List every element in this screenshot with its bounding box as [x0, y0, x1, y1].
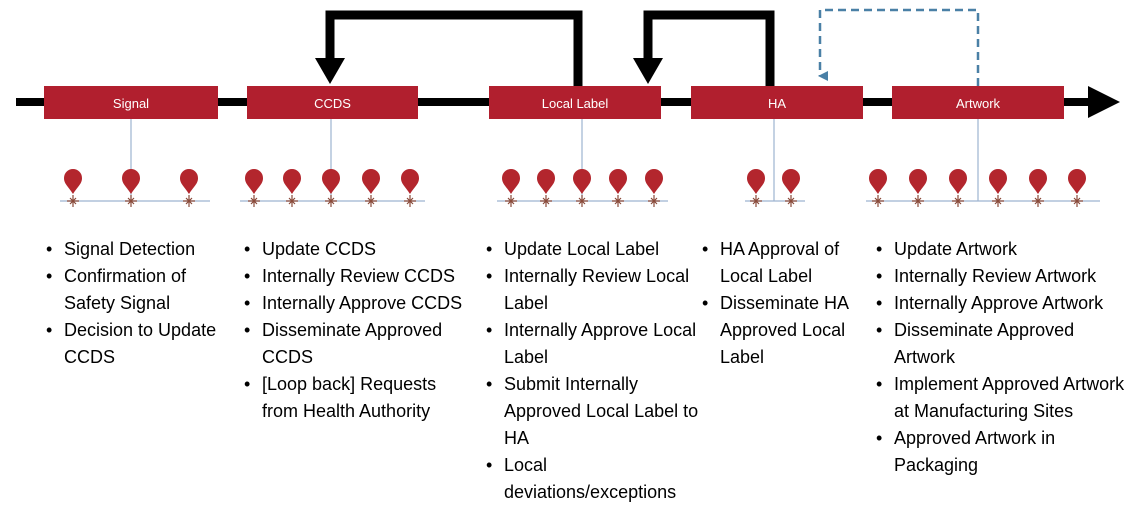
- stage-local-label: Local Label: [489, 86, 661, 119]
- milestone-pin-artwork-6: [1068, 169, 1086, 207]
- stage-label-ccds: CCDS: [314, 96, 351, 111]
- task-item: Disseminate Approved Artwork: [874, 317, 1130, 371]
- task-item: Internally Approve CCDS: [242, 290, 467, 317]
- task-item: Update Artwork: [874, 236, 1130, 263]
- stage-box-ha: [691, 86, 863, 119]
- task-item: HA Approval of Local Label: [700, 236, 870, 290]
- task-item: Local deviations/exceptions: [484, 452, 704, 506]
- task-item: Disseminate Approved CCDS: [242, 317, 467, 371]
- milestone-pin-signal-3: [180, 169, 198, 207]
- milestone-pin-local-label-5: [645, 169, 663, 207]
- milestone-pin-signal-2: [122, 169, 140, 207]
- loop-arrow-ha-to-locallabel: [643, 10, 775, 86]
- milestone-pin-local-label-1: [502, 169, 520, 207]
- ha-task-list: HA Approval of Local LabelDisseminate HA…: [700, 236, 870, 371]
- stage-box-ccds: [247, 86, 418, 119]
- task-item: Confirmation of Safety Signal: [44, 263, 224, 317]
- local-label-task-list: Update Local LabelInternally Review Loca…: [484, 236, 704, 506]
- milestone-pin-ccds-4: [362, 169, 380, 207]
- milestone-pin-local-label-3: [573, 168, 591, 207]
- stage-box-artwork: [892, 86, 1064, 119]
- task-item: Decision to Update CCDS: [44, 317, 224, 371]
- stage-label-ha: HA: [768, 96, 786, 111]
- ccds-task-list: Update CCDSInternally Review CCDSInterna…: [242, 236, 467, 425]
- stage-artwork: Artwork: [892, 86, 1064, 119]
- task-item: Disseminate HA Approved Local Label: [700, 290, 870, 371]
- stage-box-signal: [44, 86, 218, 119]
- task-item: Update Local Label: [484, 236, 704, 263]
- task-item: Internally Review CCDS: [242, 263, 467, 290]
- signal-task-list: Signal DetectionConfirmation of Safety S…: [44, 236, 224, 371]
- task-item: Internally Approve Local Label: [484, 317, 704, 371]
- stage-ha: HA: [691, 86, 863, 119]
- milestone-pin-ccds-5: [401, 169, 419, 207]
- task-item: Internally Review Artwork: [874, 263, 1130, 290]
- task-item: Implement Approved Artwork at Manufactur…: [874, 371, 1130, 425]
- loop-arrowhead-locallabel: [633, 58, 663, 84]
- milestone-pin-artwork-4: [989, 169, 1007, 207]
- stage-signal: Signal: [44, 86, 218, 119]
- task-item: Signal Detection: [44, 236, 224, 263]
- stage-label-artwork: Artwork: [956, 96, 1001, 111]
- task-item: Update CCDS: [242, 236, 467, 263]
- task-item: Approved Artwork in Packaging: [874, 425, 1130, 479]
- milestone-pin-artwork-3: [949, 169, 967, 207]
- milestone-pin-ccds-1: [245, 169, 263, 207]
- task-item: Internally Review Local Label: [484, 263, 704, 317]
- timeline-arrowhead: [1088, 86, 1120, 118]
- milestone-pin-ha-2: [782, 169, 800, 207]
- milestone-pin-artwork-2: [909, 169, 927, 207]
- task-item: [Loop back] Requests from Health Authori…: [242, 371, 467, 425]
- milestone-pin-signal-1: [64, 169, 82, 207]
- milestone-pin-artwork-1: [869, 169, 887, 207]
- loop-arrowhead-ccds: [315, 58, 345, 84]
- milestone-pin-local-label-4: [609, 169, 627, 207]
- stage-ccds: CCDS: [247, 86, 418, 119]
- stage-label-signal: Signal: [113, 96, 149, 111]
- milestone-pin-ccds-3: [322, 169, 340, 207]
- loop-arrow-locallabel-to-ccds: [325, 10, 583, 86]
- milestone-pin-local-label-2: [537, 169, 555, 207]
- task-item: Internally Approve Artwork: [874, 290, 1130, 317]
- dashed-arrow-artwork-to-ha: [818, 8, 980, 86]
- milestone-pin-ha-1: [747, 169, 765, 207]
- milestone-pin-artwork-5: [1029, 169, 1047, 207]
- stage-label-local-label: Local Label: [542, 96, 609, 111]
- milestone-pin-ccds-2: [283, 169, 301, 207]
- artwork-task-list: Update ArtworkInternally Review ArtworkI…: [874, 236, 1130, 479]
- task-item: Submit Internally Approved Local Label t…: [484, 371, 704, 452]
- stage-box-local-label: [489, 86, 661, 119]
